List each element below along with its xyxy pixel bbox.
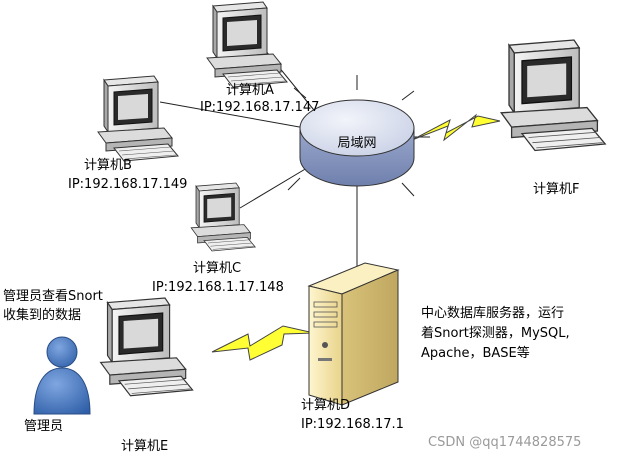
computer-b-name: 计算机B	[84, 158, 132, 173]
computer-a-name: 计算机A	[226, 83, 274, 98]
computer-f-icon	[500, 39, 606, 152]
server-description-line-2: 着Snort探测器，MySQL,	[421, 326, 570, 341]
computer-a-label: 计算机A IP:192.168.17.147	[200, 82, 320, 116]
computer-f-name: 计算机F	[533, 182, 580, 197]
computer-c-icon	[190, 182, 256, 252]
server-description: 中心数据库服务器，运行 着Snort探测器，MySQL, Apache，BASE…	[421, 304, 570, 364]
link-c-hub	[239, 164, 313, 209]
lan-hub-label: 局域网	[337, 136, 376, 151]
computer-e-name: 计算机E	[121, 439, 169, 454]
computer-d-name: 计算机D	[301, 398, 351, 413]
computer-d-ip: IP:192.168.17.1	[301, 417, 404, 432]
link-b-hub	[159, 101, 306, 129]
server-description-line-1: 中心数据库服务器，运行	[421, 306, 565, 321]
computer-a-icon	[206, 1, 288, 88]
wireless-link-f	[411, 113, 501, 142]
wireless-link-e	[211, 325, 315, 361]
computer-c-name: 计算机C	[193, 261, 242, 276]
admin-caption-line-1: 管理员查看Snort	[3, 289, 103, 304]
admin-caption-line-2: 收集到的数据	[3, 308, 82, 323]
server-d-icon	[307, 262, 400, 406]
hub-spokes	[287, 75, 430, 197]
computer-b-ip: IP:192.168.17.149	[68, 177, 188, 192]
admin-person-icon	[33, 336, 91, 415]
admin-label: 管理员	[24, 419, 64, 434]
lan-hub: 局域网	[299, 99, 415, 187]
computer-c-ip: IP:192.168.1.17.148	[152, 280, 284, 295]
server-description-line-3: Apache，BASE等	[421, 346, 530, 361]
computer-a-ip: IP:192.168.17.147	[200, 100, 320, 115]
computer-b-icon	[97, 75, 179, 162]
computer-e-icon	[100, 297, 194, 397]
watermark: CSDN @qq1744828575	[428, 435, 582, 450]
